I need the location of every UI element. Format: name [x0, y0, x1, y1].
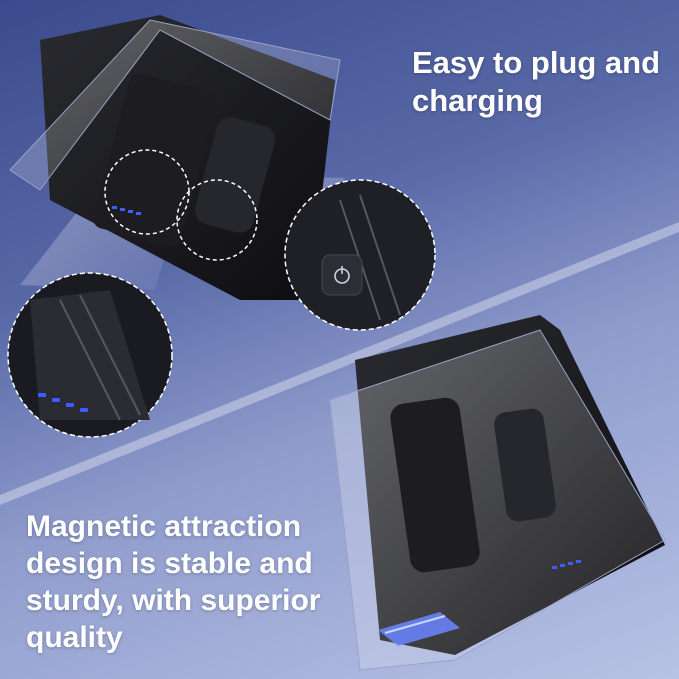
zoom-circle-power-button — [284, 179, 436, 331]
led-indicator-icon — [38, 393, 88, 412]
headline-bottom-line: quality — [26, 621, 123, 654]
zoom-marker-button — [176, 179, 258, 261]
power-button-icon — [334, 266, 350, 284]
zoom-circle-led — [7, 272, 173, 438]
headline-top-line: Easy to plug and — [412, 45, 661, 80]
light-streak — [0, 222, 679, 505]
headline-bottom: Magnetic attraction design is stable and… — [26, 508, 356, 656]
headline-bottom-line: Magnetic attraction — [26, 510, 302, 543]
charging-case-top — [9, 15, 341, 300]
headline-bottom-line: design is stable and — [26, 547, 313, 580]
led-indicator-icon — [552, 560, 581, 569]
headline-top-line: charging — [412, 83, 543, 118]
charging-case-bottom — [329, 315, 666, 671]
headline-bottom-line: sturdy, with superior — [26, 584, 321, 617]
headline-top: Easy to plug and charging — [412, 44, 672, 120]
magnet-connector-icon — [378, 612, 460, 646]
led-indicator-icon — [112, 206, 141, 215]
